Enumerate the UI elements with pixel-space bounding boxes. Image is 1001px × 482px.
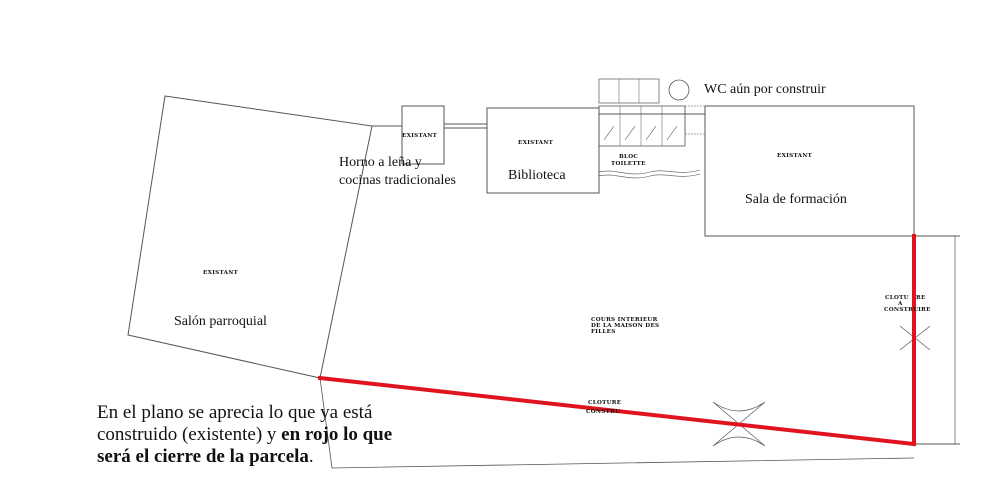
horno-label-1: Horno a leña y <box>339 155 422 170</box>
cours-label-2: DE LA MAISON DES <box>591 323 659 329</box>
existant-sala-label: EXISTANT <box>777 153 813 159</box>
cloture-bottom-label-2: CONSTRU <box>586 409 620 415</box>
salon-label: Salón parroquial <box>174 314 267 329</box>
plan-caption: En el plano se aprecia lo que ya está co… <box>97 402 517 468</box>
horno-label-2: cocinas tradicionales <box>339 173 456 188</box>
sala-label: Sala de formación <box>745 192 847 207</box>
caption-line-3-end: . <box>308 446 314 467</box>
caption-line-2-bold: en rojo lo que <box>281 424 393 445</box>
caption-line-1: En el plano se aprecia lo que ya está <box>97 402 373 423</box>
sala-formacion-outline <box>704 105 915 237</box>
bloc-label-1: BLOC <box>619 154 638 160</box>
caption-line-3-bold: será el cierre de la parcela <box>97 446 309 467</box>
wc-symbol-icon <box>668 79 690 101</box>
caption-line-2: construido (existente) y <box>97 424 282 445</box>
salon-parroquial-outline <box>127 95 373 379</box>
wc-future-block <box>598 78 660 104</box>
planned-fence <box>317 234 917 447</box>
biblioteca-outline <box>486 107 600 194</box>
horno-outline <box>401 105 445 165</box>
bloc-label-2: TOILETTE <box>611 161 646 167</box>
cloture-right-label-3: CONSTRUIRE <box>884 307 931 313</box>
existant-salon-label: EXISTANT <box>203 270 239 276</box>
cours-label-1: COURS INTERIEUR <box>591 317 658 323</box>
biblioteca-label: Biblioteca <box>508 168 566 183</box>
existant-biblioteca-label: EXISTANT <box>518 140 554 146</box>
cloture-right-label-1: CLOTU <box>885 295 909 301</box>
cloture-right-label-2: A <box>897 301 903 307</box>
existant-horno-label: EXISTANT <box>402 133 438 139</box>
bloc-toilette-outline <box>598 105 686 147</box>
cours-label-3: FILLES <box>591 329 616 335</box>
cloture-bottom-label-1: CLOTURE <box>588 400 621 406</box>
cloture-right-label-1b: RE <box>916 295 926 301</box>
wc-label: WC aún por construir <box>704 82 826 97</box>
